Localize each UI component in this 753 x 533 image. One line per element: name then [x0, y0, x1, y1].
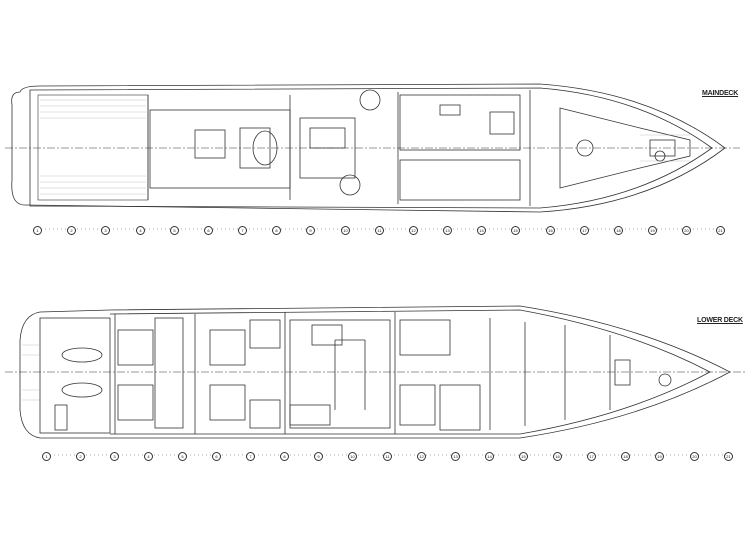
lower-deck-drawing — [5, 305, 745, 439]
scale-marker: 14 — [477, 226, 486, 235]
scale-marker: 11 — [383, 452, 392, 461]
scale-marker: 15 — [519, 452, 528, 461]
scale-marker: 14 — [485, 452, 494, 461]
scale-marker: 18 — [621, 452, 630, 461]
scale-marker: 3 — [101, 226, 110, 235]
scale-marker: 2 — [67, 226, 76, 235]
lower-deck-plan: LOWER DECK — [0, 295, 753, 445]
lower-deck-title: LOWER DECK — [697, 317, 743, 324]
scale-marker: 9 — [314, 452, 323, 461]
main-deck-title: MAINDECK — [702, 90, 739, 97]
scale-marker: 12 — [417, 452, 426, 461]
scale-marker: 5 — [170, 226, 179, 235]
scale-marker: 19 — [655, 452, 664, 461]
scale-marker: 17 — [587, 452, 596, 461]
scale-marker: 15 — [511, 226, 520, 235]
scale-marker: 7 — [246, 452, 255, 461]
scale-marker: 12 — [409, 226, 418, 235]
main-deck-drawing — [5, 83, 740, 213]
scale-marker: 1 — [42, 452, 51, 461]
main-deck-plan: MAINDECK — [0, 70, 753, 220]
scale-marker: 16 — [553, 452, 562, 461]
scale-marker: 10 — [348, 452, 357, 461]
scale-marker: 19 — [648, 226, 657, 235]
scale-marker: 11 — [375, 226, 384, 235]
scale-marker: 3 — [110, 452, 119, 461]
main-deck-scale: 1 2 3 4 5 6 7 8 9 10 11 12 13 14 15 16 1… — [0, 222, 753, 236]
scale-marker: 6 — [204, 226, 213, 235]
scale-marker: 20 — [682, 226, 691, 235]
scale-marker: 4 — [144, 452, 153, 461]
scale-marker: 18 — [614, 226, 623, 235]
scale-marker: 8 — [272, 226, 281, 235]
scale-marker: 10 — [341, 226, 350, 235]
scale-marker: 17 — [580, 226, 589, 235]
scale-marker: 7 — [238, 226, 247, 235]
scale-marker: 2 — [76, 452, 85, 461]
lower-deck-scale: 1 2 3 4 5 6 7 8 9 10 11 12 13 14 15 16 1… — [0, 448, 753, 462]
scale-marker: 20 — [690, 452, 699, 461]
scale-marker: 1 — [33, 226, 42, 235]
scale-marker: 21 — [716, 226, 725, 235]
scale-marker: 16 — [546, 226, 555, 235]
scale-marker: 6 — [212, 452, 221, 461]
scale-marker: 9 — [306, 226, 315, 235]
scale-marker: 21 — [724, 452, 733, 461]
scale-marker: 13 — [451, 452, 460, 461]
scale-marker: 13 — [443, 226, 452, 235]
scale-marker: 5 — [178, 452, 187, 461]
scale-marker: 8 — [280, 452, 289, 461]
scale-marker: 4 — [136, 226, 145, 235]
